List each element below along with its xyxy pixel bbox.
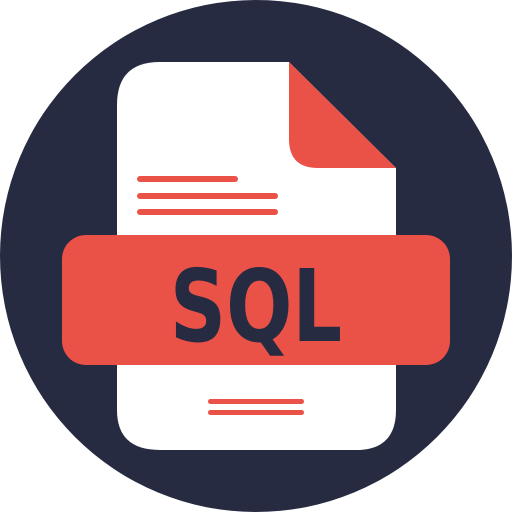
text-line-1 xyxy=(137,176,238,182)
text-line-4 xyxy=(208,399,304,404)
file-type-label: SQL xyxy=(170,250,342,366)
folded-corner xyxy=(289,62,396,168)
text-line-5 xyxy=(208,410,304,415)
label-banner xyxy=(62,235,450,365)
text-line-2 xyxy=(137,193,278,199)
text-line-3 xyxy=(137,209,278,215)
